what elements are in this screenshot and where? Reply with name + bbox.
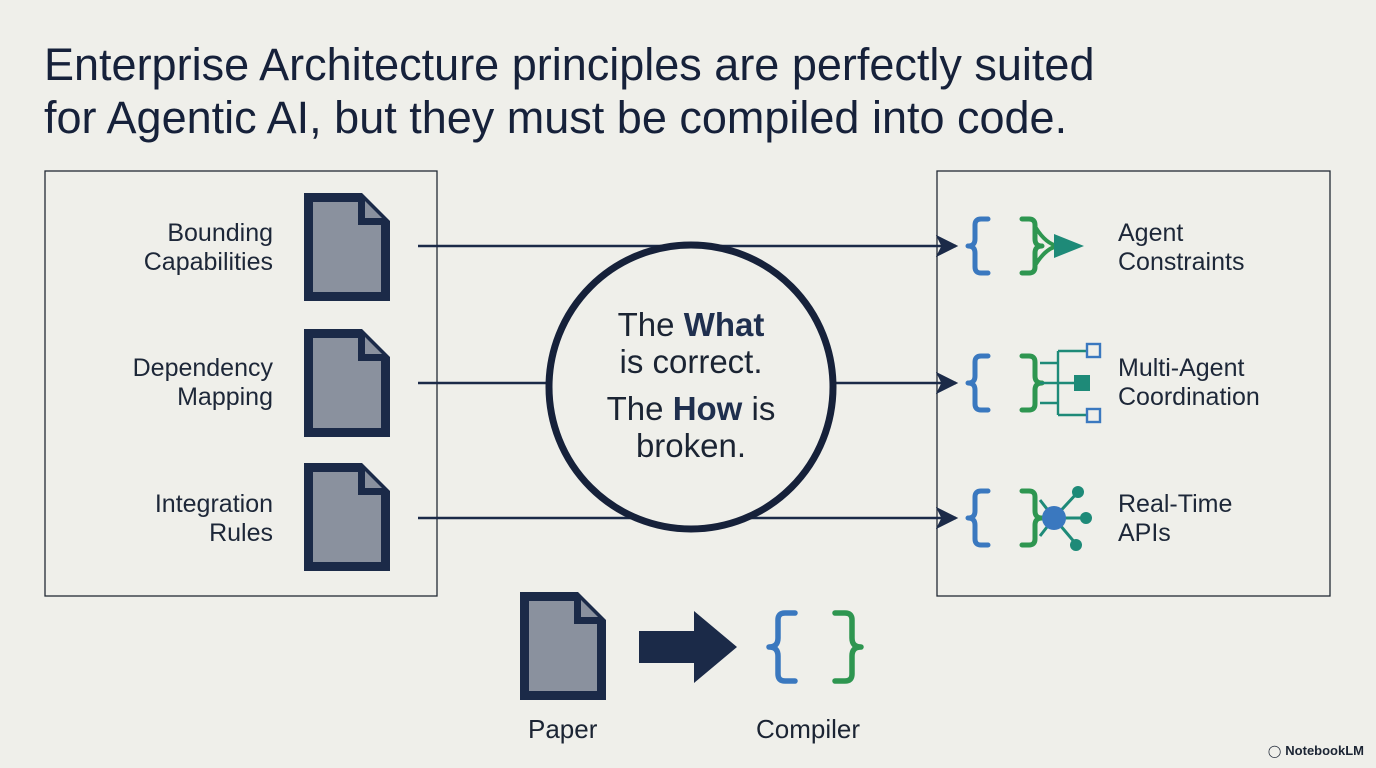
how-keyword: How [672,390,743,427]
left-label-line: Integration [154,490,273,518]
right-label-agent-constraints: Agent Constraints [1118,219,1244,277]
page-title: Enterprise Architecture principles are p… [44,38,1294,144]
left-label-dependency-mapping: Dependency Mapping [133,354,273,412]
notebooklm-logo-icon: ◯ [1267,744,1282,758]
center-text-fragment: The [617,306,684,343]
braces-tree-icon [968,342,1102,424]
right-label-real-time-apis: Real-Time APIs [1118,490,1232,548]
right-label-line: Constraints [1118,248,1245,276]
right-label-line: Coordination [1118,383,1260,411]
center-text-fragment: The [606,390,673,427]
paper-label: Paper [528,714,598,744]
right-label-line: Multi-Agent [1118,354,1245,382]
compiler-label: Compiler [756,714,861,744]
left-label-line: Bounding [167,219,273,247]
title-line-1: Enterprise Architecture principles are p… [44,39,1095,90]
right-label-line: Real-Time [1118,490,1233,518]
left-label-bounding-capabilities: Bounding Capabilities [144,219,273,277]
left-label-integration-rules: Integration Rules [155,490,273,548]
center-text-fragment: broken. [635,427,747,464]
left-label-line: Dependency [132,354,273,382]
brand-name: NotebookLM [1285,743,1364,758]
right-label-line: APIs [1118,519,1171,547]
center-text-fragment: is [742,390,776,427]
what-keyword: What [683,306,765,343]
document-icon [304,463,390,571]
center-text-fragment: is correct. [619,343,763,380]
title-line-2: for Agentic AI, but they must be compile… [44,92,1068,143]
right-label-line: Agent [1118,219,1184,247]
right-label-multi-agent-coordination: Multi-Agent Coordination [1118,354,1260,412]
document-icon [304,329,390,437]
compile-arrow-icon [639,611,737,683]
paper-document-icon [520,592,606,700]
brand-watermark: ◯NotebookLM [1268,743,1364,758]
left-label-line: Capabilities [143,248,273,276]
braces-funnel-icon [968,219,1084,273]
center-circle [545,241,837,533]
document-icon [304,193,390,301]
compiler-braces-icon [766,610,864,684]
braces-network-icon [968,486,1092,551]
left-label-line: Mapping [177,383,273,411]
left-label-line: Rules [209,519,273,547]
